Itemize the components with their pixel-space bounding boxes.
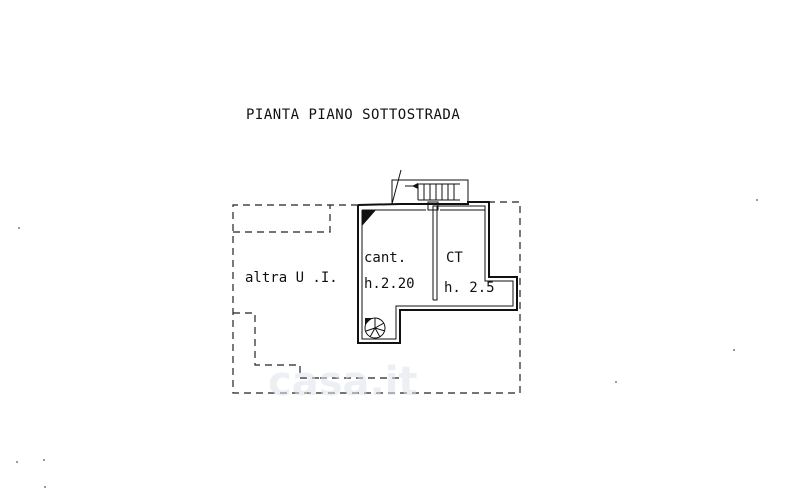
cellar-walls [357,201,518,344]
spiral-stair-icon [364,317,386,339]
cellar-name-label: cant. [364,250,406,266]
boiler-room-name-label: CT [446,250,463,266]
neighbor-unit-label: altra U .I. [245,270,338,286]
neighbor-unit-outline [232,201,521,394]
drawing-title: PIANTA PIANO SOTTOSTRADA [246,107,460,123]
boiler-room-height-label: h. 2.5 [444,280,495,296]
watermark: casa.it [268,359,418,405]
scan-specks [16,199,758,488]
door-swing-mark [362,210,376,226]
cellar-height-label: h.2.20 [364,276,415,292]
staircase [391,169,469,211]
